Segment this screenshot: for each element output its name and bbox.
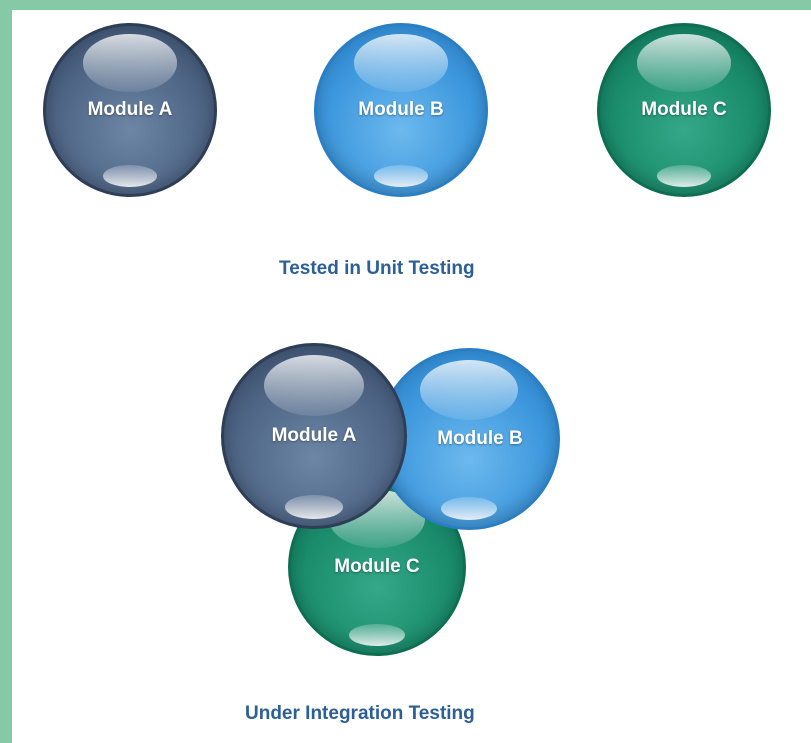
unit-module-c-sphere: Module C (597, 23, 771, 197)
sphere-reflection (657, 165, 711, 188)
integration-testing-caption: Under Integration Testing (245, 703, 475, 724)
sphere-highlight (636, 34, 732, 92)
integration-module-b-label: Module B (437, 428, 523, 449)
sphere-highlight (419, 359, 519, 420)
unit-module-b-label: Module B (358, 99, 444, 120)
sphere-reflection (374, 165, 428, 188)
diagram-canvas: Module A Module B Module C Tested in Uni… (12, 10, 811, 743)
sphere-highlight (263, 355, 365, 417)
sphere-reflection (349, 623, 405, 647)
sphere-reflection (440, 497, 498, 520)
integration-module-a-label: Module A (271, 425, 357, 446)
unit-testing-caption: Tested in Unit Testing (279, 258, 475, 279)
unit-module-b-sphere: Module B (314, 23, 488, 197)
unit-module-a-label: Module A (87, 99, 173, 120)
sphere-highlight (82, 34, 178, 92)
sphere-highlight (353, 34, 449, 92)
integration-module-c-label: Module C (334, 556, 420, 577)
integration-module-a-sphere: Module A (221, 343, 407, 529)
integration-module-b-sphere: Module B (378, 348, 560, 530)
unit-module-c-label: Module C (641, 99, 727, 120)
sphere-reflection (103, 165, 157, 188)
sphere-reflection (285, 495, 343, 519)
unit-module-a-sphere: Module A (43, 23, 217, 197)
